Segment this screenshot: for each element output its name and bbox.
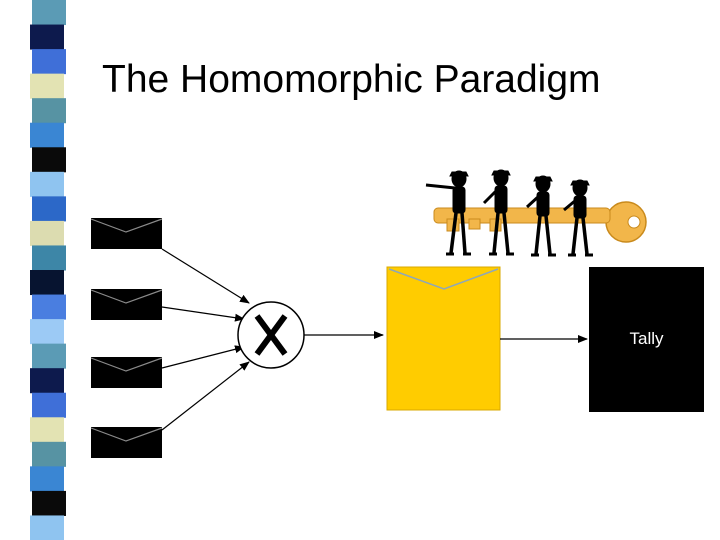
stripe-segment (32, 147, 66, 173)
ballot-envelope-4 (90, 427, 163, 458)
stripe-segment (30, 171, 64, 197)
stripe-segment (30, 368, 64, 394)
stripe-segment (30, 24, 64, 50)
arrow-envelope-4 (161, 361, 250, 431)
stripe-segment (30, 515, 64, 540)
tally-label: Tally (629, 329, 664, 348)
stripe-segment (32, 441, 66, 467)
arrow-envelope-3 (161, 345, 245, 369)
stripe-segment (32, 490, 66, 516)
stripe-segment (30, 73, 64, 99)
stripe-segment (32, 245, 66, 271)
arrow-envelope-2 (161, 306, 245, 322)
stripe-segment (32, 343, 66, 369)
stripe-segment (30, 122, 64, 148)
decorative-stripe (30, 0, 66, 540)
stripe-segment (32, 0, 66, 26)
combined-ciphertext-box (386, 266, 501, 411)
arrow-envelope-1 (161, 248, 250, 304)
stripe-segment (32, 49, 66, 75)
stripe-segment (30, 319, 64, 345)
slide-title: The Homomorphic Paradigm (102, 58, 601, 101)
stripe-segment (30, 220, 64, 246)
stripe-segment (32, 392, 66, 418)
stripe-segment (30, 417, 64, 443)
multiply-icon (237, 301, 305, 369)
stripe-segment (32, 196, 66, 222)
tally-box (589, 267, 704, 412)
ballot-envelope-1 (90, 218, 163, 249)
stripe-segment (32, 294, 66, 320)
ballot-envelope-3 (90, 357, 163, 388)
stripe-segment (30, 466, 64, 492)
stripe-segment (30, 270, 64, 296)
stripe-segment (32, 98, 66, 124)
ballot-envelope-2 (90, 289, 163, 320)
people-holding-key-icon (425, 169, 647, 257)
